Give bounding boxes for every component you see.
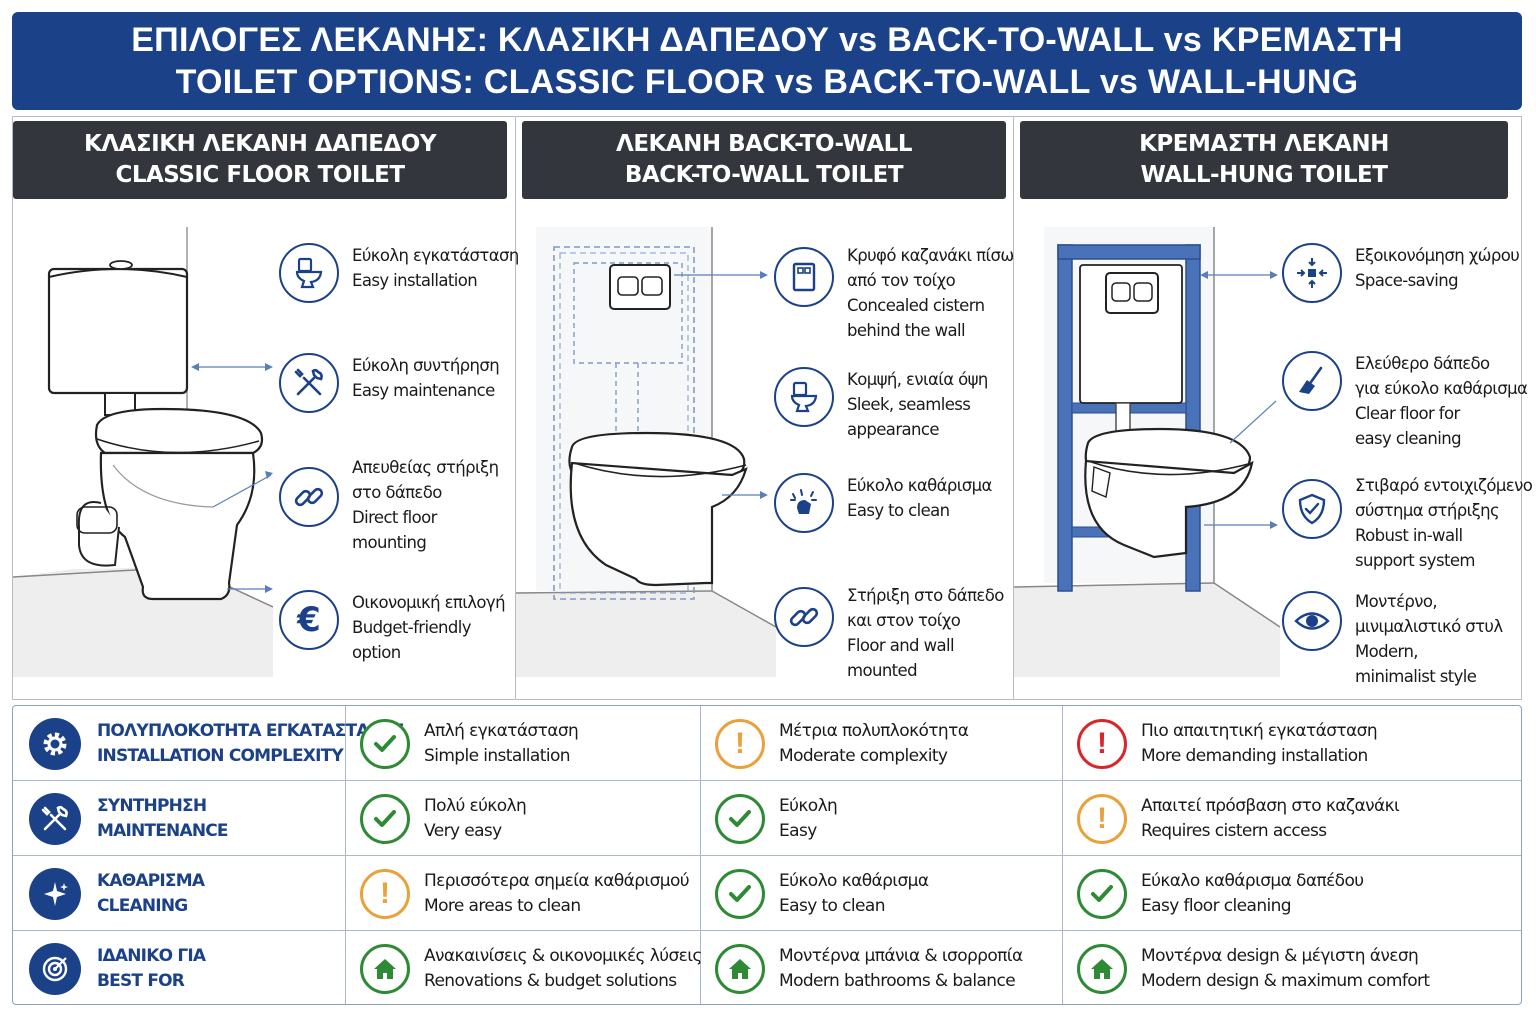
panel-back-to-wall: ΛΕΚΑΝΗ BACK-TO-WALL BACK-TO-WALL TOILET bbox=[516, 117, 1014, 699]
sparkle-icon bbox=[29, 867, 81, 920]
panel-header-english: CLASSIC FLOOR TOILET bbox=[115, 162, 405, 188]
feature-text: Στήριξη στο δάπεδο και στον τοίχο Floor … bbox=[847, 586, 1004, 680]
panel-header: ΚΛΑΣΙΚΗ ΛΕΚΑΝΗ ΔΑΠΕΔΟΥ CLASSIC FLOOR TOI… bbox=[13, 121, 507, 199]
row-label-cell: ΚΑΘΑΡΙΣΜΑ CLEANING bbox=[13, 856, 346, 931]
title-banner: ΕΠΙΛΟΓΕΣ ΛΕΚΑΝΗΣ: ΚΛΑΣΙΚΗ ΔΑΠΕΔΟΥ vs BAC… bbox=[12, 12, 1522, 110]
check-icon bbox=[360, 793, 410, 844]
feature-item: Εύκολη συντήρηση Easy maintenance bbox=[279, 353, 500, 413]
panel-header-greek: ΚΡΕΜΑΣΤΗ ΛΕΚΑΝΗ bbox=[1139, 131, 1389, 157]
feature-text: Οικονομική επιλογή Budget-friendly optio… bbox=[352, 593, 506, 662]
panel-header-english: BACK-TO-WALL TOILET bbox=[624, 162, 904, 188]
feature-item: Κρυφό καζανάκι πίσω από τον τοίχο Concea… bbox=[774, 243, 1014, 343]
cistern-icon bbox=[774, 247, 834, 307]
target-icon bbox=[29, 942, 81, 995]
sparkle-hand-icon bbox=[774, 473, 834, 533]
row-label-cell: ΙΔΑΝΙΚΟ ΓΙΑ BEST FOR bbox=[13, 931, 346, 1004]
panel-header: ΚΡΕΜΑΣΤΗ ΛΕΚΑΝΗ WALL-HUNG TOILET bbox=[1020, 121, 1508, 199]
link-icon bbox=[279, 467, 339, 527]
panel-header-english: WALL-HUNG TOILET bbox=[1140, 162, 1388, 188]
tools-icon bbox=[279, 353, 339, 413]
feature-text: Ελεύθερο δάπεδο για εύκολο καθάρισμα Cle… bbox=[1355, 354, 1528, 448]
feature-item: Εύκολη εγκατάσταση Easy installation bbox=[279, 243, 519, 303]
feature-item: Εύκολο καθάρισμα Easy to clean bbox=[774, 473, 992, 533]
link-icon bbox=[774, 587, 834, 647]
row-label-cell: ΠΟΛΥΠΛΟΚΟΤΗΤΑ ΕΓΚΑΤΑΣΤΑΣΗΣ INSTALLATION … bbox=[13, 706, 404, 781]
check-icon bbox=[1077, 868, 1127, 919]
feature-item: Εξοικονόμηση χώρου Space-saving bbox=[1282, 243, 1520, 303]
check-icon bbox=[715, 793, 765, 844]
toilet-icon bbox=[774, 367, 834, 427]
panel-header-greek: ΚΛΑΣΙΚΗ ΛΕΚΑΝΗ ΔΑΠΕΔΟΥ bbox=[84, 131, 436, 157]
feature-text: Εξοικονόμηση χώρου Space-saving bbox=[1355, 246, 1520, 290]
broom-icon bbox=[1282, 351, 1342, 411]
tools-icon bbox=[29, 792, 81, 845]
feature-text: Κρυφό καζανάκι πίσω από τον τοίχο Concea… bbox=[847, 246, 1014, 340]
feature-text: Στιβαρό εντοιχιζόμενο σύστημα στήριξης R… bbox=[1355, 476, 1533, 570]
panel-header-greek: ΛΕΚΑΝΗ BACK-TO-WALL bbox=[616, 131, 912, 157]
feature-item: Ελεύθερο δάπεδο για εύκολο καθάρισμα Cle… bbox=[1282, 351, 1528, 451]
panel-classic-floor: ΚΛΑΣΙΚΗ ΛΕΚΑΝΗ ΔΑΠΕΔΟΥ CLASSIC FLOOR TOI… bbox=[13, 117, 519, 699]
feature-item: Στιβαρό εντοιχιζόμενο σύστημα στήριξης R… bbox=[1282, 473, 1533, 573]
feature-item: Κομψή, ενιαία όψη Sleek, seamless appear… bbox=[774, 367, 988, 442]
classic-floor-toilet-illustration bbox=[13, 227, 273, 677]
row-label: ΠΟΛΥΠΛΟΚΟΤΗΤΑ ΕΓΚΑΤΑΣΤΑΣΗΣ INSTALLATION … bbox=[97, 720, 404, 766]
check-icon bbox=[715, 868, 765, 919]
panel-divider bbox=[1013, 117, 1014, 699]
feature-text: Απευθείας στήριξη στο δάπεδο Direct floo… bbox=[352, 458, 499, 552]
panel-wall-hung: ΚΡΕΜΑΣΤΗ ΛΕΚΑΝΗ WALL-HUNG TOILET bbox=[1014, 117, 1533, 699]
toilet-panels: ΚΛΑΣΙΚΗ ΛΕΚΑΝΗ ΔΑΠΕΔΟΥ CLASSIC FLOOR TOI… bbox=[12, 116, 1533, 700]
feature-item: € Οικονομική επιλογή Budget-friendly opt… bbox=[279, 590, 506, 665]
row-label: ΚΑΘΑΡΙΣΜΑ CLEANING bbox=[97, 870, 205, 916]
shield-check-icon bbox=[1282, 479, 1342, 539]
feature-text: Εύκολη συντήρηση Easy maintenance bbox=[352, 356, 500, 400]
home-icon bbox=[1077, 943, 1127, 994]
euro-icon: € bbox=[279, 590, 339, 650]
feature-item: Στήριξη στο δάπεδο και στον τοίχο Floor … bbox=[774, 583, 1004, 683]
feature-item: Απευθείας στήριξη στο δάπεδο Direct floo… bbox=[279, 455, 499, 555]
feature-text: Κομψή, ενιαία όψη Sleek, seamless appear… bbox=[847, 370, 988, 439]
comparison-table: ΠΟΛΥΠΛΟΚΟΤΗΤΑ ΕΓΚΑΤΑΣΤΑΣΗΣ INSTALLATION … bbox=[12, 705, 1522, 1005]
row-label: ΣΥΝΤΗΡΗΣΗ MAINTENANCE bbox=[97, 795, 229, 841]
check-icon bbox=[360, 718, 410, 769]
alert-icon: ! bbox=[1077, 718, 1127, 769]
feature-item: Μοντέρνο, μινιμαλιστικό στυλ Modern, min… bbox=[1282, 589, 1503, 689]
title-greek: ΕΠΙΛΟΓΕΣ ΛΕΚΑΝΗΣ: ΚΛΑΣΙΚΗ ΔΑΠΕΔΟΥ vs BAC… bbox=[131, 21, 1403, 59]
warning-icon: ! bbox=[1077, 793, 1127, 844]
feature-text: Μοντέρνο, μινιμαλιστικό στυλ Modern, min… bbox=[1355, 592, 1503, 686]
table-row: ΙΔΑΝΙΚΟ ΓΙΑ BEST FOR Ανακαινίσεις & οικο… bbox=[13, 931, 1521, 1004]
panel-divider bbox=[515, 117, 516, 699]
row-label-cell: ΣΥΝΤΗΡΗΣΗ MAINTENANCE bbox=[13, 781, 346, 856]
feature-text: Εύκολο καθάρισμα Easy to clean bbox=[847, 476, 992, 520]
title-english: TOILET OPTIONS: CLASSIC FLOOR vs BACK-TO… bbox=[175, 63, 1359, 101]
gear-icon bbox=[29, 717, 81, 770]
home-icon bbox=[715, 943, 765, 994]
space-saving-icon bbox=[1282, 243, 1342, 303]
warning-icon: ! bbox=[360, 868, 410, 919]
panel-header: ΛΕΚΑΝΗ BACK-TO-WALL BACK-TO-WALL TOILET bbox=[522, 121, 1006, 199]
home-icon bbox=[360, 943, 410, 994]
table-row: ΚΑΘΑΡΙΣΜΑ CLEANING ! Περισσότερα σημεία … bbox=[13, 856, 1521, 931]
warning-icon: ! bbox=[715, 718, 765, 769]
row-label: ΙΔΑΝΙΚΟ ΓΙΑ BEST FOR bbox=[97, 945, 206, 991]
eye-icon bbox=[1282, 591, 1342, 651]
feature-text: Εύκολη εγκατάσταση Easy installation bbox=[352, 246, 519, 290]
table-row: ΠΟΛΥΠΛΟΚΟΤΗΤΑ ΕΓΚΑΤΑΣΤΑΣΗΣ INSTALLATION … bbox=[13, 706, 1521, 781]
back-to-wall-toilet-illustration bbox=[516, 227, 776, 677]
wall-hung-toilet-illustration bbox=[1014, 227, 1280, 677]
toilet-icon bbox=[279, 243, 339, 303]
